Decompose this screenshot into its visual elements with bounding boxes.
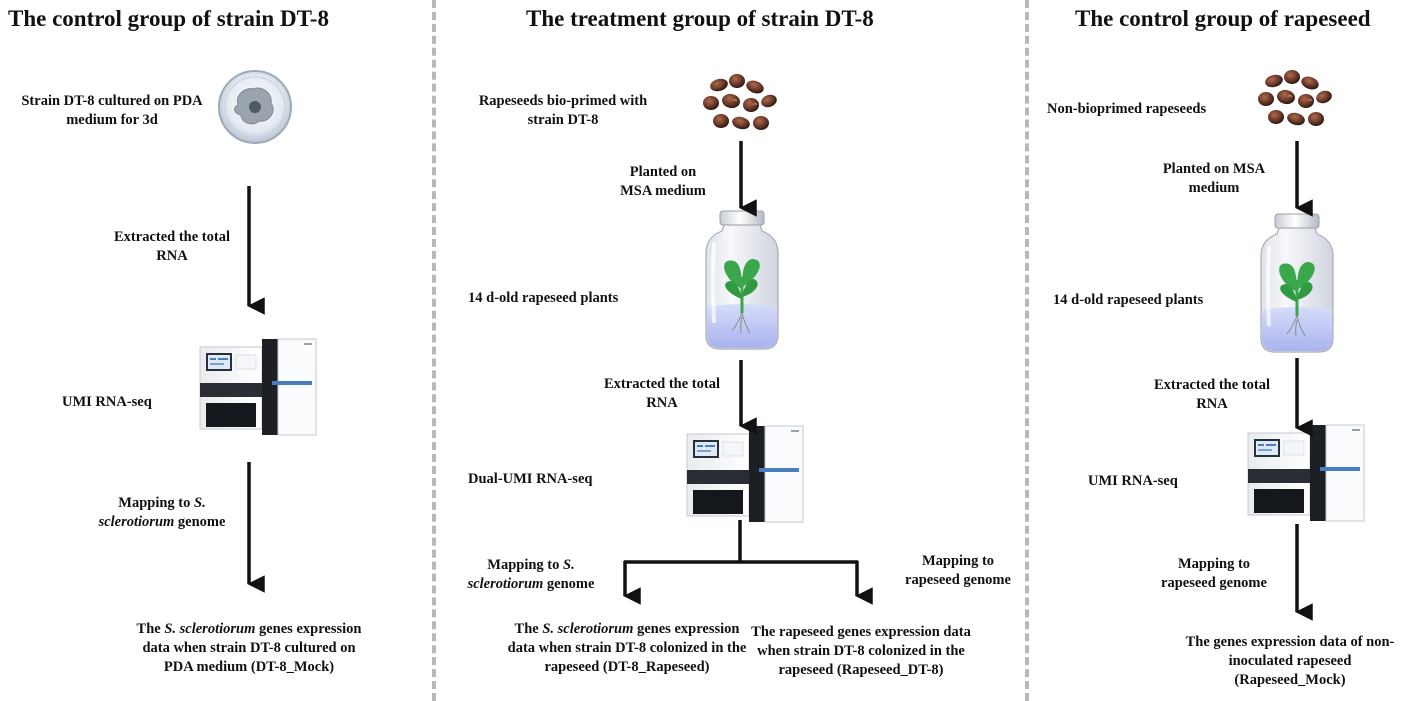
seeds-icon (702, 73, 780, 132)
label-umi-rnaseq: UMI RNA-seq (1088, 473, 1178, 489)
output-dt8-mock: The S. sclerotiorum genes expression dat… (128, 620, 370, 677)
jar-plant-icon (1259, 212, 1335, 354)
seeds-icon (1257, 69, 1335, 128)
label-umi-rnaseq: UMI RNA-seq (62, 394, 152, 410)
label-planted-msa: Planted on MSA medium (620, 164, 706, 199)
label-14d-plants: 14 d-old rapeseed plants (1053, 292, 1204, 308)
output-rapeseed-mock: The genes expression data of non-inocula… (1185, 634, 1395, 688)
mapping-prefix: Mapping to (487, 557, 564, 573)
output-dt8-rapeseed: The S. sclerotiorum genes expression dat… (504, 620, 750, 677)
label-extract-rna: Extracted the total RNA (604, 376, 720, 411)
label-mapping-rapeseed: Mapping to rapeseed genome (905, 553, 1011, 588)
column-divider-right (1025, 0, 1029, 701)
arrows-column-2 (623, 141, 873, 605)
output-species: S. sclerotiorum (164, 621, 256, 637)
output-prefix: The (514, 621, 543, 637)
column-divider-left (432, 0, 436, 701)
label-dual-umi-rnaseq: Dual-UMI RNA-seq (468, 471, 593, 487)
label-mapping-rapeseed: Mapping to rapeseed genome (1161, 556, 1267, 591)
sequencer-icon (686, 425, 804, 523)
output-suffix: genes expression data when strain DT-8 c… (507, 621, 747, 675)
mapping-suffix: genome (174, 513, 226, 530)
sequencer-icon (1247, 424, 1365, 522)
output-species: S. sclerotiorum (542, 621, 634, 637)
label-bioprimed-seeds: Rapeseeds bio-primed with strain DT-8 (478, 93, 648, 128)
label-extract-rna: Extracted the total RNA (114, 229, 230, 264)
mapping-species: S. sclerotiorum (98, 495, 206, 530)
title-control-rapeseed: The control group of rapeseed (1075, 6, 1371, 31)
output-rapeseed-dt8: The rapeseed genes expression data when … (751, 624, 971, 678)
label-planted-msa: Planted on MSA medium (1162, 161, 1266, 196)
mapping-prefix: Mapping to (118, 495, 195, 511)
output-prefix: The (136, 621, 165, 637)
output-suffix: genes expression data when strain DT-8 c… (142, 621, 362, 675)
jar-plant-icon (704, 209, 780, 351)
mapping-suffix: genome (543, 575, 595, 592)
label-culture: Strain DT-8 cultured on PDA medium for 3… (21, 93, 203, 128)
label-mapping-sclerotiorum: Mapping to S. sclerotiorum genome (452, 556, 610, 594)
petri-dish-icon (218, 70, 292, 144)
sequencer-icon (199, 338, 317, 436)
title-treatment-strain: The treatment group of strain DT-8 (526, 6, 874, 31)
label-nonbioprimed-seeds: Non-bioprimed rapeseeds (1047, 101, 1207, 117)
label-extract-rna: Extracted the total RNA (1154, 377, 1270, 412)
label-mapping-sclerotiorum: Mapping to S. sclerotiorum genome (88, 494, 236, 532)
title-control-strain: The control group of strain DT-8 (8, 6, 329, 31)
label-14d-plants: 14 d-old rapeseed plants (468, 290, 619, 306)
mapping-species: S. sclerotiorum (467, 557, 575, 592)
